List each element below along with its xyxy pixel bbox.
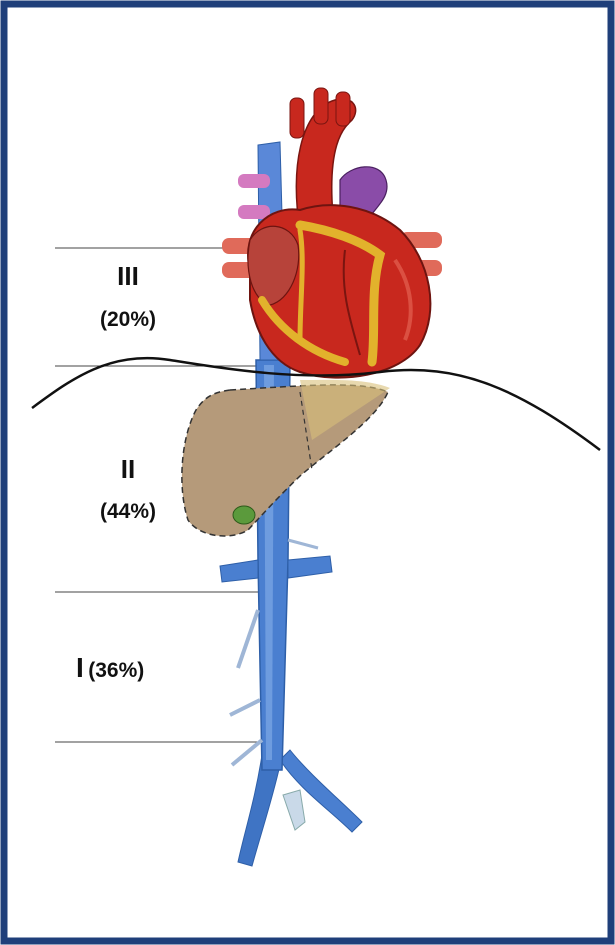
zone-iii-numeral: III [100,262,156,290]
heart-icon [222,88,442,378]
zone-i-numeral: I [76,652,84,683]
zone-ii-numeral: II [100,455,156,483]
zone-iii-percent: (20%) [78,308,178,332]
zone-i-label: I (36%) [76,654,196,683]
zone-ii-percent: (44%) [78,500,178,524]
zone-i-percent: (36%) [88,659,144,682]
